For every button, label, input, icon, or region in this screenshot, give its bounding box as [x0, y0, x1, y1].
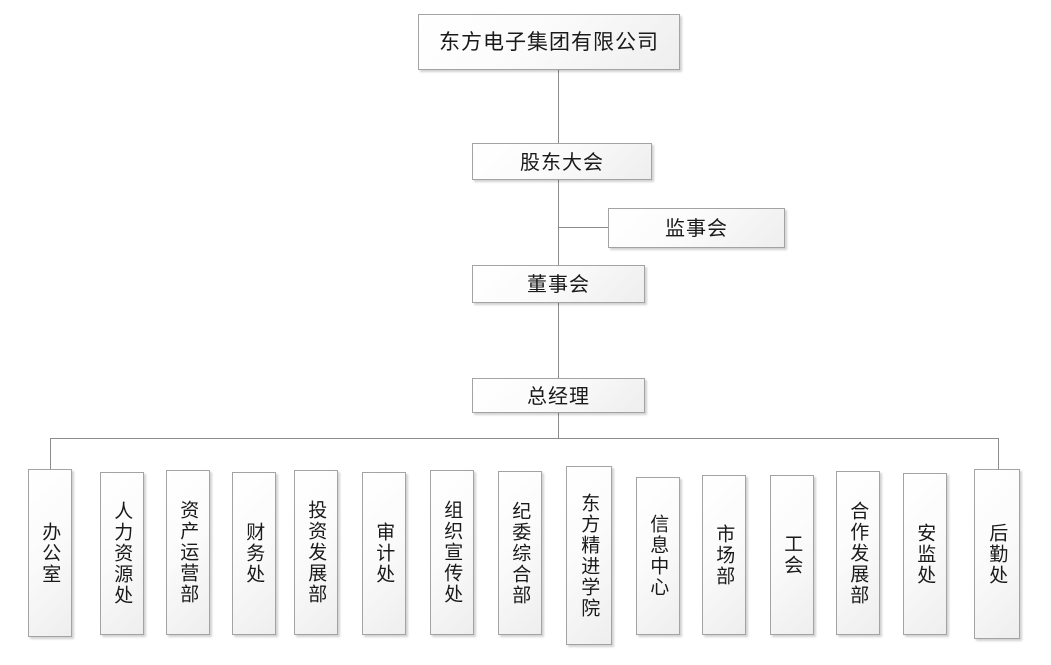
node-general-manager[interactable]: 总经理 [472, 378, 645, 413]
node-department-marketing-label: 市场部 [713, 523, 736, 587]
node-department-academy[interactable]: 东方精进学院 [566, 466, 612, 645]
node-department-finance[interactable]: 财务处 [232, 472, 276, 635]
node-department-academy-label: 东方精进学院 [578, 492, 601, 619]
node-department-asset-operation-label: 资产运营部 [177, 500, 200, 605]
connector-board-to-supervisors [558, 227, 608, 228]
node-department-logistics[interactable]: 后勤处 [974, 469, 1020, 639]
node-root-company-label: 东方电子集团有限公司 [439, 29, 659, 54]
node-department-finance-label: 财务处 [243, 522, 266, 585]
node-department-office[interactable]: 办公室 [28, 469, 72, 637]
node-department-labor-union-label: 工会 [781, 534, 804, 576]
node-board-of-supervisors[interactable]: 监事会 [608, 208, 785, 248]
node-department-cooperation-label: 合作发展部 [847, 500, 870, 606]
node-shareholders-meeting-label: 股东大会 [520, 149, 604, 174]
node-department-office-label: 办公室 [39, 521, 62, 585]
node-department-cooperation[interactable]: 合作发展部 [836, 471, 880, 635]
connector-bus-to-logistics [998, 438, 999, 469]
node-department-asset-operation[interactable]: 资产运营部 [166, 470, 210, 635]
node-department-marketing[interactable]: 市场部 [702, 475, 746, 635]
node-department-discipline-label: 纪委综合部 [509, 500, 532, 606]
node-shareholders-meeting[interactable]: 股东大会 [472, 143, 652, 180]
node-general-manager-label: 总经理 [527, 383, 590, 408]
node-department-human-resources[interactable]: 人力资源处 [100, 472, 144, 635]
node-board-of-directors-label: 董事会 [527, 272, 590, 296]
node-department-information[interactable]: 信息中心 [636, 477, 680, 635]
connector-bus-to-office [50, 438, 51, 469]
node-department-investment[interactable]: 投资发展部 [294, 470, 338, 635]
node-department-human-resources-label: 人力资源处 [111, 501, 134, 606]
node-department-org-publicity-label: 组织宣传处 [441, 500, 464, 605]
node-department-discipline[interactable]: 纪委综合部 [498, 471, 542, 635]
node-department-org-publicity[interactable]: 组织宣传处 [430, 470, 474, 635]
node-department-logistics-label: 后勤处 [986, 522, 1009, 586]
node-department-audit-label: 审计处 [373, 522, 396, 585]
node-department-labor-union[interactable]: 工会 [770, 475, 814, 635]
connector-shareholders-to-board [558, 180, 559, 265]
node-department-information-label: 信息中心 [647, 514, 670, 598]
node-department-safety[interactable]: 安监处 [903, 473, 947, 635]
connector-general-manager-to-bus [558, 413, 559, 438]
node-department-safety-label: 安监处 [914, 522, 937, 586]
node-department-investment-label: 投资发展部 [305, 500, 328, 605]
node-department-audit[interactable]: 审计处 [362, 472, 406, 635]
node-board-of-supervisors-label: 监事会 [665, 216, 728, 240]
department-bus-line [50, 438, 999, 439]
connector-board-to-general-manager [558, 303, 559, 378]
connector-root-to-shareholders [558, 70, 559, 143]
node-board-of-directors[interactable]: 董事会 [472, 265, 645, 303]
node-root-company[interactable]: 东方电子集团有限公司 [418, 14, 680, 70]
